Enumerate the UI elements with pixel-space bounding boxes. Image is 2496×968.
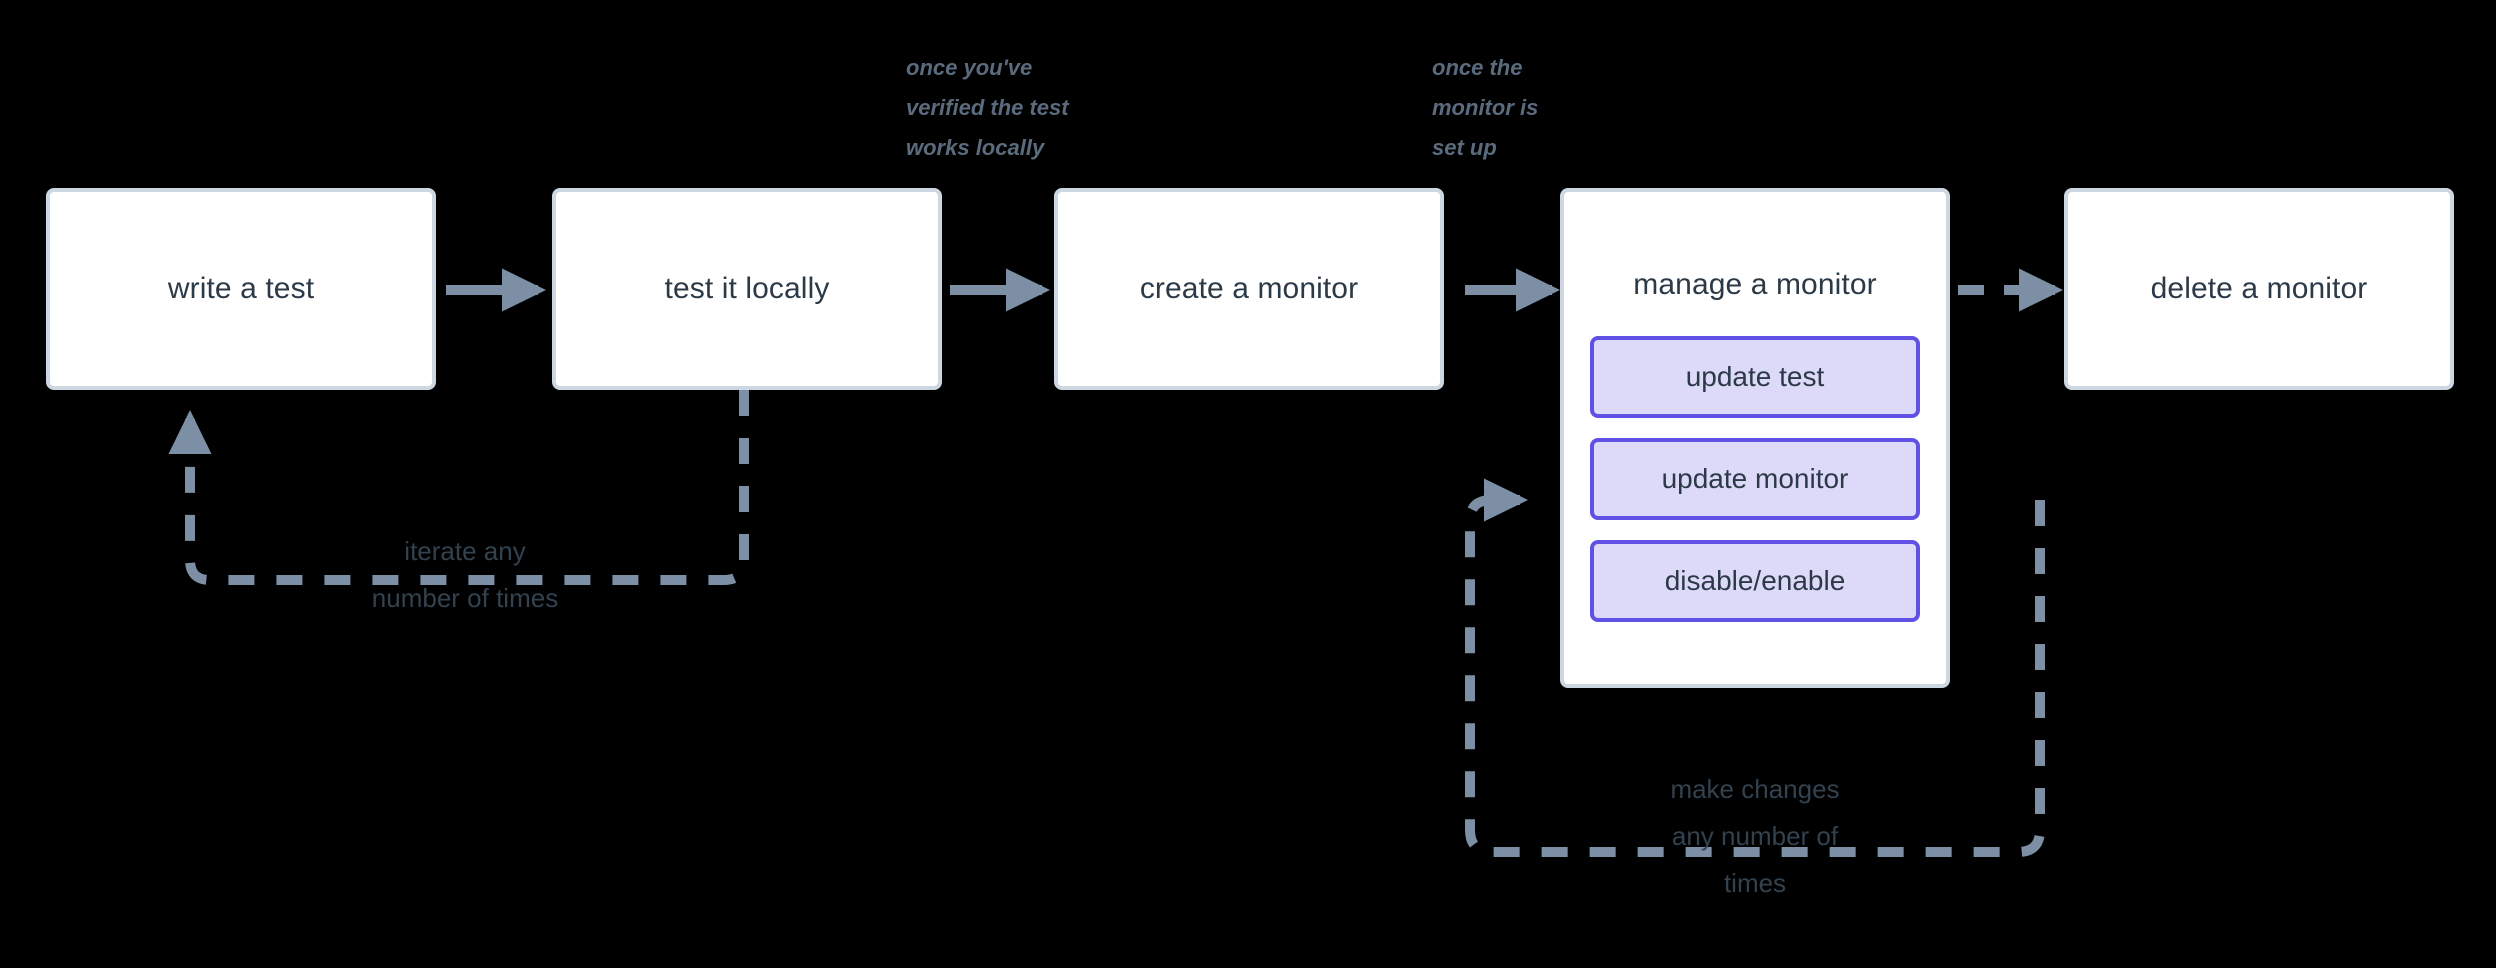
sub-node-update-test[interactable]: update test [1590,336,1920,418]
note-make-changes-any-number-of-times: make changes any number of times [1670,774,1840,898]
node-write-a-test[interactable]: write a test [46,188,436,390]
node-label: test it locally [664,272,830,305]
note-verified-locally: once you've verified the test works loca… [906,55,1069,160]
sub-node-label: update monitor [1661,463,1849,494]
node-label: delete a monitor [2150,272,2368,305]
node-label: create a monitor [1139,272,1359,305]
note-iterate-any-number-of-times: iterate any number of times [371,536,559,613]
sub-node-disable-enable[interactable]: disable/enable [1590,540,1920,622]
sub-node-label: update test [1685,361,1825,392]
node-label: manage a monitor [1633,268,1877,301]
node-label: write a test [167,272,315,305]
node-create-a-monitor[interactable]: create a monitor [1054,188,1444,390]
node-test-it-locally[interactable]: test it locally [552,188,942,390]
node-delete-a-monitor[interactable]: delete a monitor [2064,188,2454,390]
node-manage-a-monitor[interactable]: manage a monitor update test update moni… [1560,188,1950,688]
manage-actions-list: update test update monitor disable/enabl… [1590,336,1920,622]
note-monitor-set-up: once the monitor is set up [1432,55,1539,160]
sub-node-update-monitor[interactable]: update monitor [1590,438,1920,520]
sub-node-label: disable/enable [1664,565,1846,596]
